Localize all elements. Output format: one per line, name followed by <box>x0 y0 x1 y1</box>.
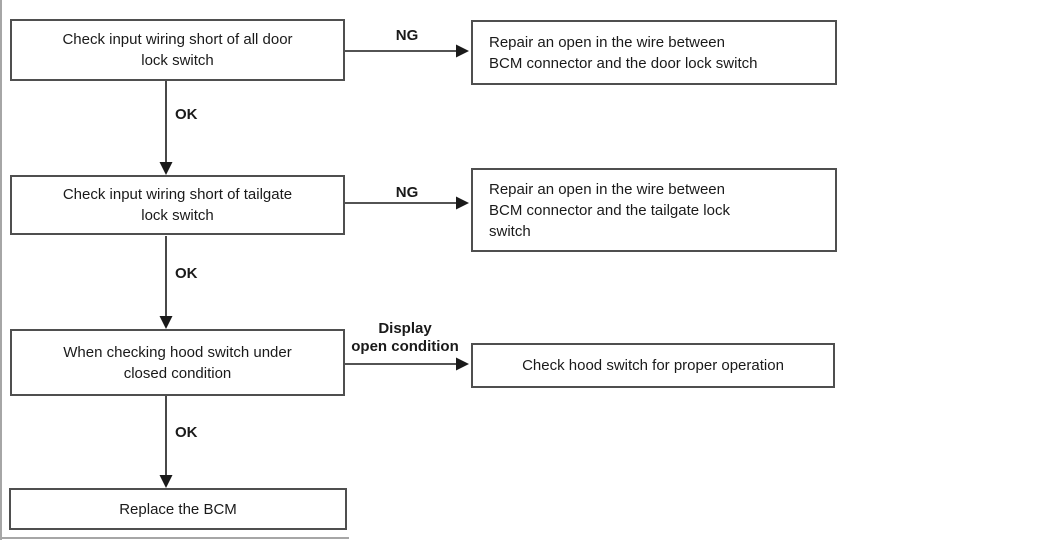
page-edge-line-left <box>0 0 2 540</box>
arrow-ok-2-head <box>159 316 173 329</box>
edge-label-display-open-condition: Display open condition <box>341 320 469 356</box>
edge-label-ok-3: OK <box>175 424 198 441</box>
arrow-ng-1-head <box>456 44 469 58</box>
edge-label-ok-2: OK <box>175 265 198 282</box>
box-text-line: switch <box>489 222 531 240</box>
arrow-ng-2-head <box>456 196 469 210</box>
flow-box-check-tailgate-lock-wiring: Check input wiring short of tailgate loc… <box>10 175 345 235</box>
edge-label-ng-2: NG <box>395 184 419 201</box>
edge-label-line: Display <box>378 320 432 337</box>
arrow-display-head <box>456 357 469 371</box>
flow-box-repair-tailgate-lock-wire: Repair an open in the wire between BCM c… <box>471 168 837 252</box>
box-text-line: BCM connector and the door lock switch <box>489 54 758 72</box>
flow-box-repair-door-lock-wire: Repair an open in the wire between BCM c… <box>471 20 837 85</box>
flow-box-replace-bcm: Replace the BCM <box>9 488 347 530</box>
box-text-line: Repair an open in the wire between <box>489 33 725 51</box>
box-text-line: lock switch <box>141 52 214 69</box>
flow-box-check-hood-switch-operation: Check hood switch for proper operation <box>471 343 835 388</box>
arrow-ok-1-head <box>159 162 173 175</box>
box-text-line: lock switch <box>141 207 214 224</box>
box-text-line: When checking hood switch under <box>63 343 292 361</box>
edge-label-ok-1: OK <box>175 106 198 123</box>
box-text-line: closed condition <box>123 364 232 382</box>
box-text-line: Check hood switch for proper operation <box>522 357 784 374</box>
box-text-line: Replace the BCM <box>119 500 237 518</box>
page-edge-line-bottom <box>0 537 349 539</box>
box-text-line: Repair an open in the wire between <box>489 180 725 198</box>
flow-box-check-hood-switch-closed: When checking hood switch under closed c… <box>10 329 345 396</box>
box-text-line: Check input wiring short of tailgate <box>62 186 293 203</box>
flow-box-check-door-lock-wiring: Check input wiring short of all door loc… <box>10 19 345 81</box>
box-text-line: BCM connector and the tailgate lock <box>489 201 730 219</box>
arrow-ok-3-head <box>159 475 173 488</box>
edge-label-line: open condition <box>351 338 459 355</box>
edge-label-ng-1: NG <box>395 27 419 44</box>
box-text-line: Check input wiring short of all door <box>62 31 293 48</box>
